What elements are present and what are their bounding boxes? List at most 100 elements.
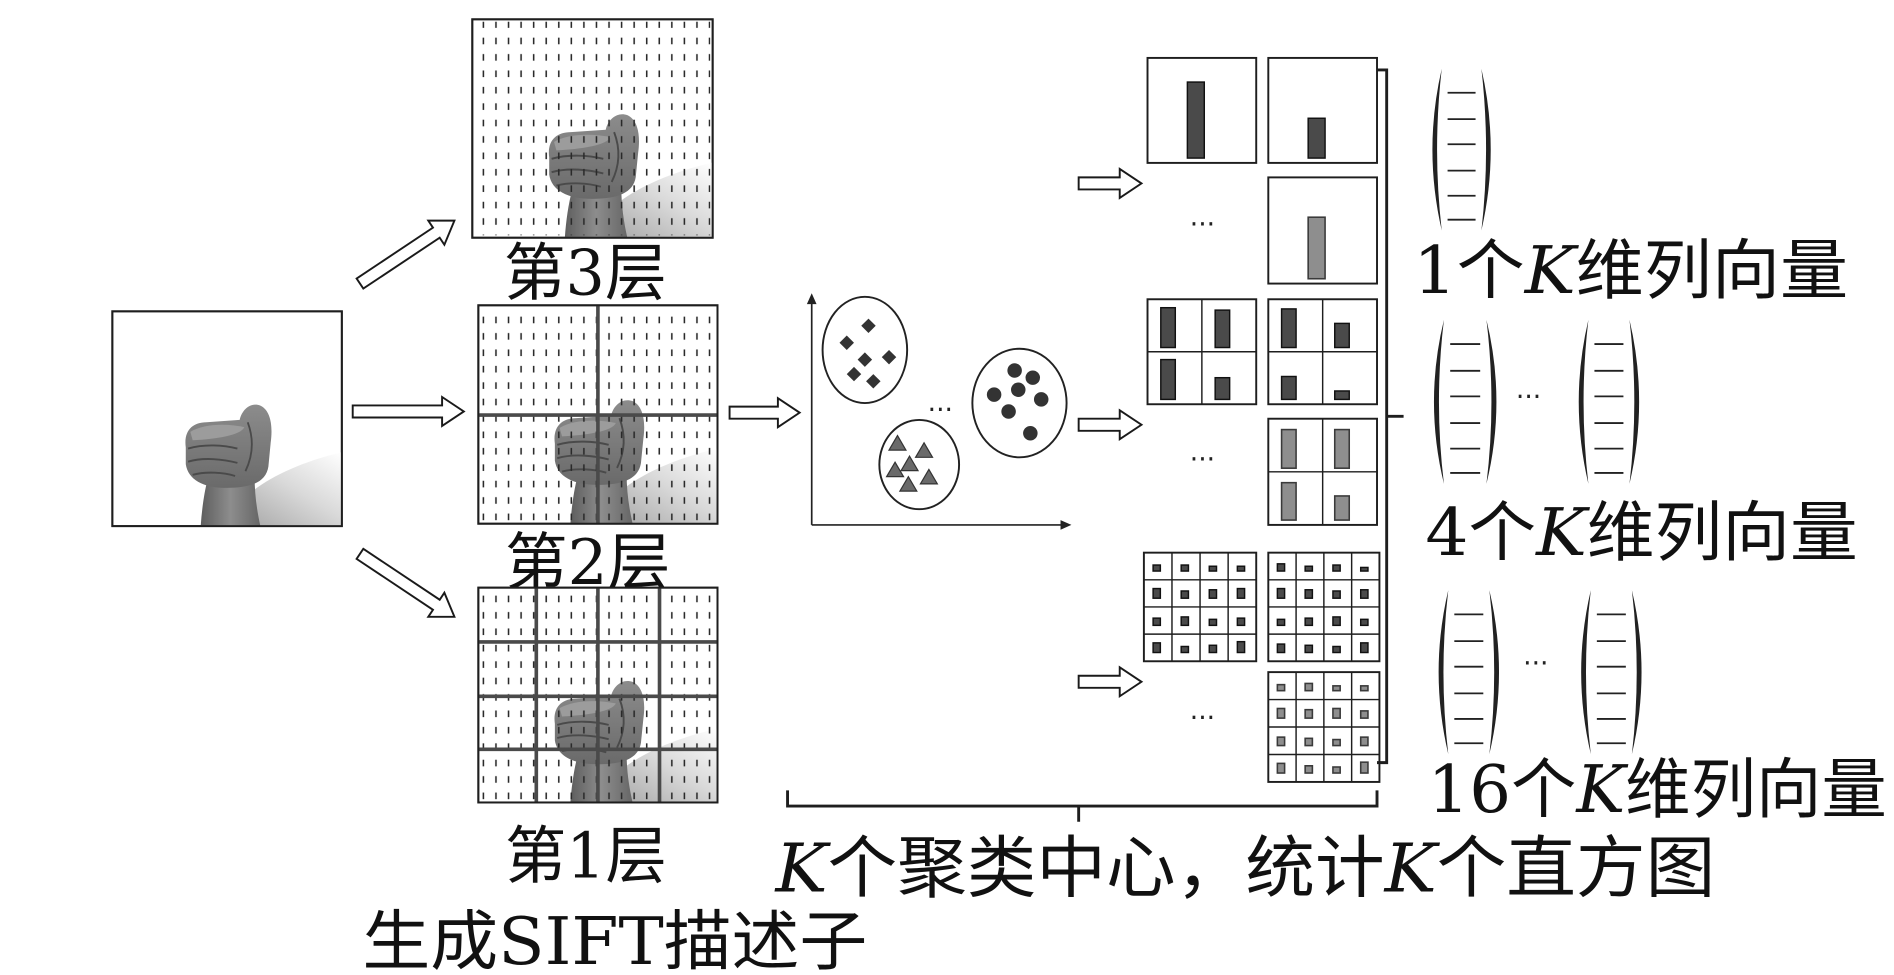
caption-text: 个聚类中心，统计 (828, 829, 1385, 908)
vector-unit: 维列向量 (1587, 495, 1858, 571)
histogram-bin-bar (1359, 685, 1369, 692)
column-vector (1437, 590, 1500, 755)
histogram-bin-bar (1276, 643, 1286, 654)
ellipsis: ··· (1523, 648, 1548, 679)
histogram-bin-bar (1236, 640, 1246, 654)
histogram-bin-bar (1152, 617, 1162, 627)
histogram-bin-bar (1236, 587, 1246, 599)
histogram-bin-bar (1280, 428, 1297, 469)
cluster-triangles (878, 418, 961, 511)
histogram-bin-bar (1333, 495, 1351, 521)
vector-label-level-3: 1个K维列向量 (1413, 233, 1848, 309)
bottom-bracket (786, 790, 1379, 808)
histogram-bin-bar (1359, 589, 1369, 599)
histogram-bin-bar (1152, 564, 1162, 572)
cluster-point-circle (1011, 382, 1026, 397)
histogram-bin-bar (1152, 587, 1162, 599)
histogram-bin-bar (1304, 589, 1314, 599)
clustering-plot: ··· (806, 293, 1072, 530)
histogram-bin-bar (1160, 306, 1177, 349)
vector-unit: 维列向量 (1625, 752, 1887, 828)
histogram-bin-bar (1359, 642, 1369, 654)
arrow-to-clustering (728, 396, 802, 429)
cluster-point-diamond (881, 349, 897, 365)
histogram-bin-bar (1359, 736, 1369, 747)
x-axis-arrowhead (1060, 520, 1072, 530)
vector-count: 16个 (1428, 752, 1577, 828)
vector-label-level-2: 4个K维列向量 (1425, 495, 1857, 571)
histogram-bin-bar (1304, 737, 1314, 747)
histogram-bin-bar (1152, 642, 1162, 654)
histogram-bin-bar (1280, 308, 1297, 349)
layer-3-grid (471, 18, 714, 239)
histogram-bin-bar (1359, 566, 1369, 572)
layer-3-label: 第3层 (504, 236, 667, 309)
input-image (111, 310, 343, 528)
histogram-bin-bar (1180, 590, 1190, 599)
arrow-to-layer-3 (355, 219, 456, 290)
cluster-point-triangle (919, 468, 938, 485)
histogram-bin-bar (1304, 565, 1314, 572)
cluster-point-circle (986, 387, 1002, 402)
ellipsis: ··· (1190, 702, 1215, 733)
histogram-bin-bar (1359, 618, 1369, 627)
histogram-bin-bar (1276, 762, 1286, 774)
cluster-point-triangle (914, 442, 934, 458)
histogram-bin-bar (1208, 644, 1218, 654)
histogram-bin-bar (1334, 322, 1350, 349)
histogram-bin-bar (1208, 618, 1218, 627)
cluster-circles (971, 347, 1068, 459)
histogram-bin-bar (1208, 589, 1218, 599)
ellipsis: ··· (1516, 381, 1541, 412)
cluster-point-diamond (866, 374, 881, 389)
vector-k-symbol: K (1575, 752, 1628, 828)
layer-2-grid (477, 304, 719, 525)
histogram-bin-bar (1214, 376, 1231, 401)
layer-1-grid (477, 586, 719, 804)
sift-descriptor-ticks (474, 21, 711, 236)
histogram-bin-bar (1160, 358, 1177, 401)
histogram-bin-bar (1304, 644, 1314, 654)
column-vector (1431, 68, 1492, 231)
histogram-bin-bar (1304, 765, 1314, 774)
ellipsis: ··· (1190, 209, 1215, 240)
histogram-2x2 (1267, 417, 1378, 526)
histogram-1x1 (1267, 176, 1378, 285)
histogram-1x1 (1146, 56, 1258, 164)
histogram-bin-bar (1180, 564, 1190, 572)
histogram-bin-bar (1208, 565, 1218, 572)
cluster-point-triangle (888, 435, 907, 451)
vector-unit: 维列向量 (1576, 233, 1848, 309)
histogram-bin-bar (1304, 617, 1314, 627)
cluster-point-diamond (839, 335, 854, 350)
ellipsis: ··· (1190, 444, 1215, 475)
histogram-bin-bar (1276, 707, 1286, 719)
histogram-bin-bar (1359, 761, 1369, 774)
y-axis-arrowhead (806, 293, 817, 305)
histogram-4x4 (1267, 671, 1381, 783)
layer-1-label: 第1层 (505, 819, 667, 892)
arrow-to-layer-1 (355, 547, 456, 618)
vector-k-symbol: K (1535, 495, 1590, 571)
histogram-4x4 (1142, 551, 1258, 663)
histogram-bin-bar (1180, 616, 1190, 627)
cluster-point-triangle (899, 476, 918, 492)
cluster-point-diamond (857, 352, 873, 367)
histogram-bin-bar (1334, 390, 1350, 401)
cluster-ellipse (821, 295, 909, 404)
histogram-bin-bar (1307, 216, 1326, 280)
histogram-4x4 (1267, 551, 1381, 663)
column-vector (1577, 319, 1641, 484)
vector-k-symbol: K (1524, 233, 1579, 309)
layer-3-border (471, 18, 714, 239)
histogram-bin-bar (1214, 309, 1231, 349)
histogram-1x1 (1267, 56, 1378, 164)
arrow-to-level-2-histograms (1077, 408, 1144, 442)
cluster-point-diamond (846, 366, 862, 382)
histogram-bin-bar (1280, 481, 1297, 521)
caption-text: 个直方图 (1437, 829, 1716, 908)
cluster-point-diamond (861, 318, 876, 334)
cluster-point-triangle (900, 455, 919, 472)
vector-count: 1个 (1413, 233, 1524, 309)
